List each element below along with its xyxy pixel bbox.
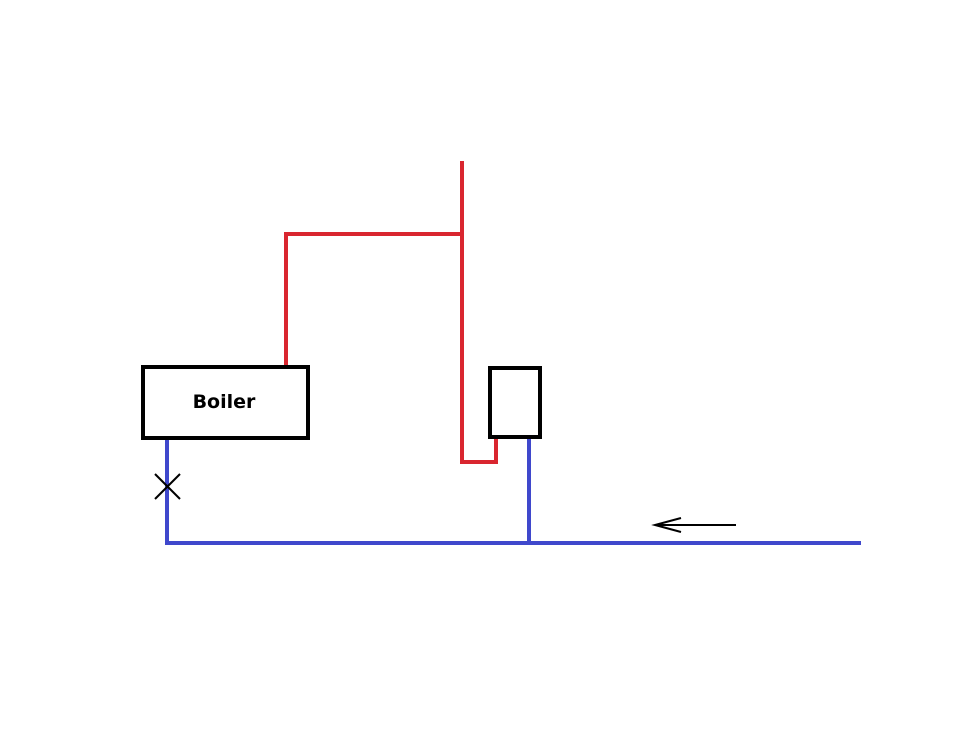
cold-water-pipes [165,437,861,545]
boiler: Boiler [141,365,310,440]
boiler-box [141,365,310,440]
left-arrow-icon [651,517,736,533]
x-mark-valve-icon [154,473,181,500]
tank [488,366,542,439]
boiler-label: Boiler [193,391,256,413]
hot-water-pipes [284,161,498,464]
hot-riser-pipe [460,161,498,464]
hot-boiler-branch-pipe [284,232,464,368]
tank-box [488,366,542,439]
